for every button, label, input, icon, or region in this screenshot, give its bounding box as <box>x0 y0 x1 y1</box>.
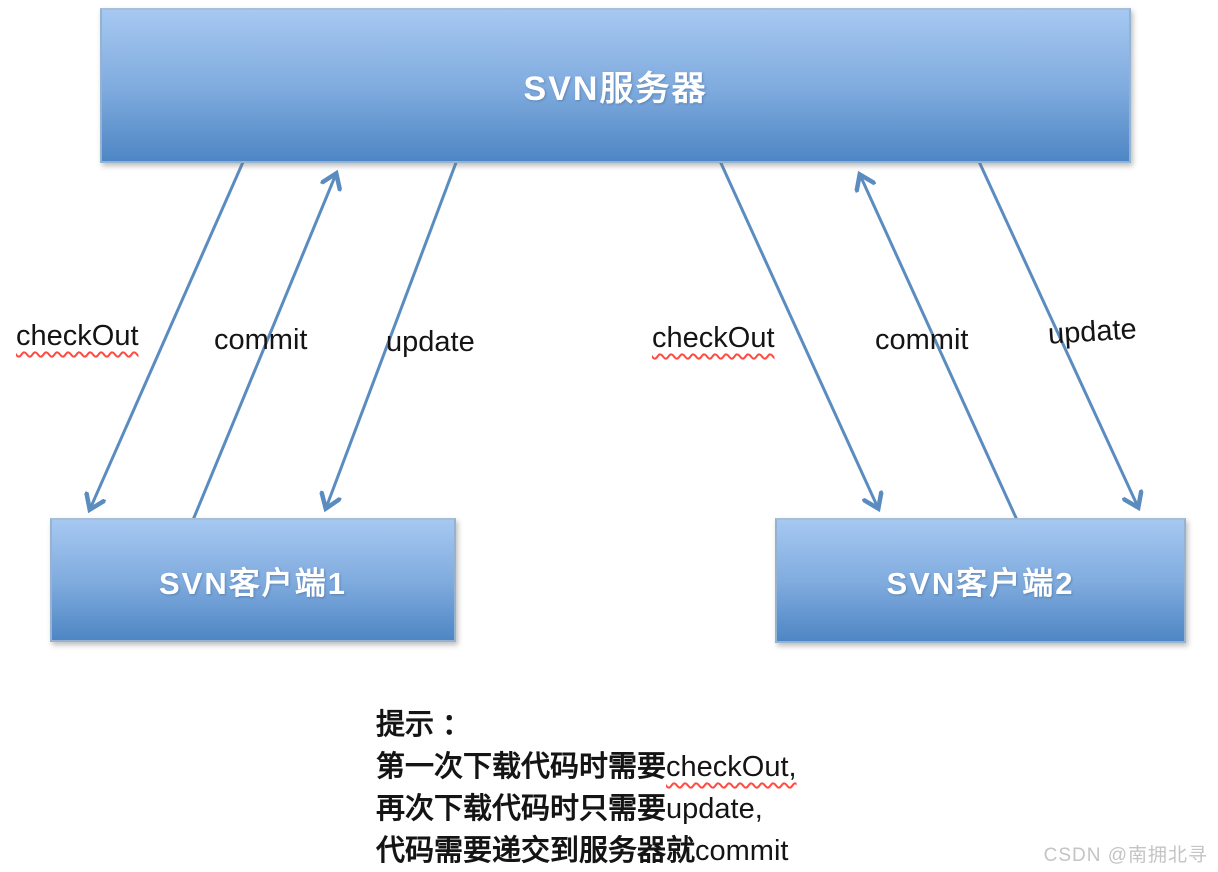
note-line-update: 再次下载代码时只需要update, <box>376 793 763 825</box>
csdn-watermark: CSDN @南拥北寻 <box>1043 845 1208 866</box>
node-svn-server-label: SVN服务器 <box>523 70 708 108</box>
label-right-commit: commit <box>875 324 969 356</box>
node-svn-client-1-label: SVN客户端1 <box>159 565 347 601</box>
label-left-commit: commit <box>214 324 308 356</box>
label-left-checkout: checkOut <box>16 320 139 352</box>
node-svn-client-2: SVN客户端2 <box>775 518 1186 643</box>
note-block: 提示 ： 第一次下载代码时需要checkOut, 再次下载代码时只需要updat… <box>376 704 797 872</box>
note-heading: 提示 ： <box>376 709 472 741</box>
note-keyword-checkout: checkOut, <box>666 751 797 783</box>
node-svn-client-1: SVN客户端1 <box>50 518 456 642</box>
label-left-update: update <box>386 326 475 358</box>
note-line-commit: 代码需要递交到服务器就commit <box>376 835 789 867</box>
note-line-checkout: 第一次下载代码时需要checkOut, <box>376 751 797 783</box>
note-keyword-commit: commit <box>695 835 789 867</box>
label-right-update: update <box>1047 313 1138 351</box>
label-right-checkout: checkOut <box>652 322 775 354</box>
node-svn-server: SVN服务器 <box>100 8 1131 163</box>
node-svn-client-2-label: SVN客户端2 <box>886 566 1075 601</box>
note-keyword-update: update, <box>666 793 763 825</box>
